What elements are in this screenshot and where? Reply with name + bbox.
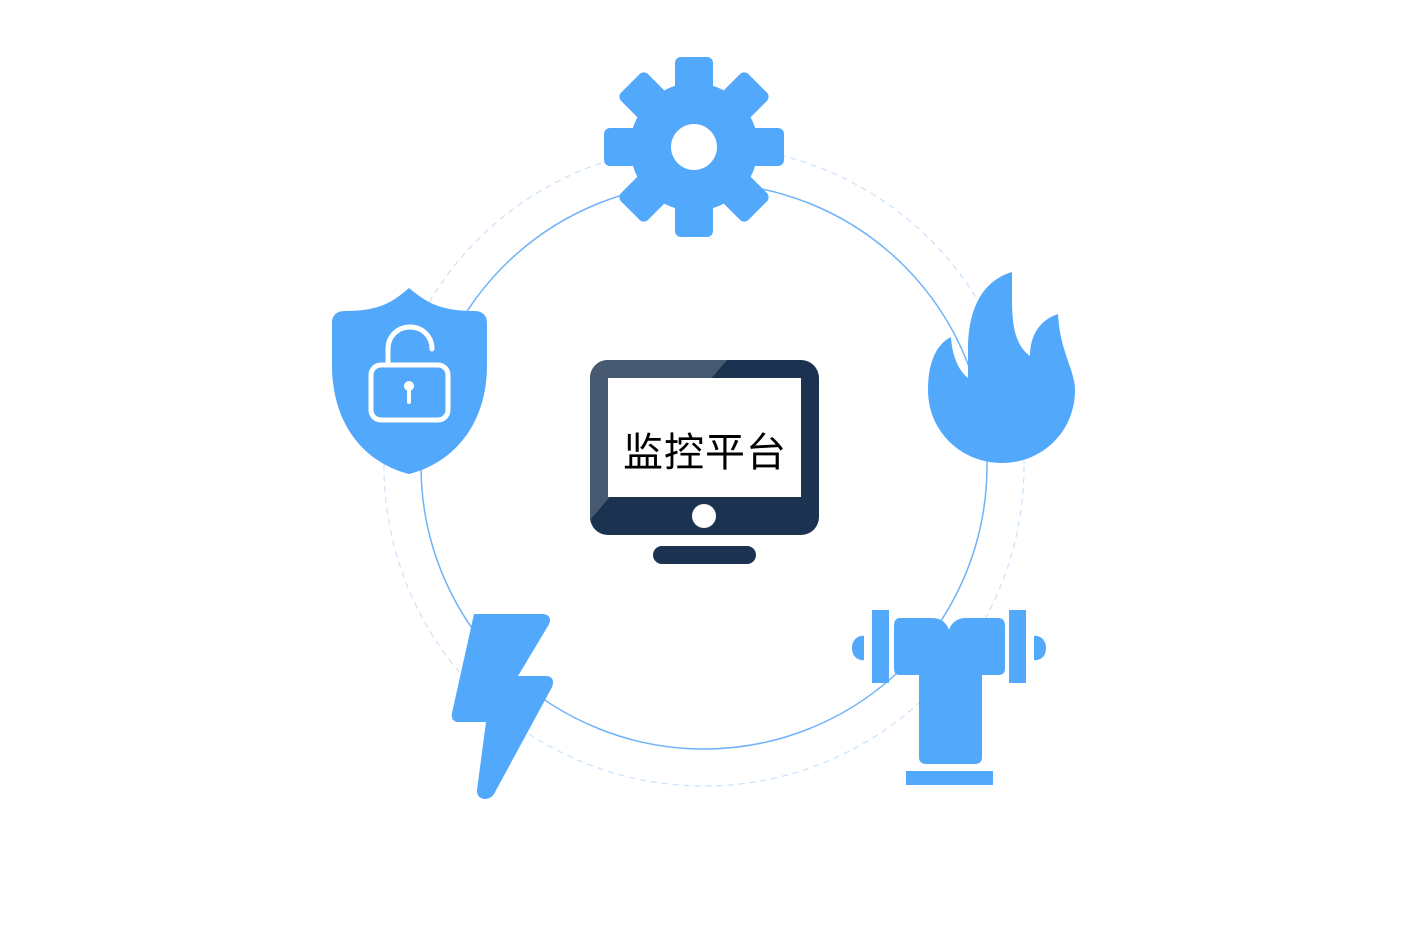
lightning-icon [451, 614, 554, 799]
flame-icon [928, 272, 1075, 463]
gear-icon [604, 57, 784, 237]
monitoring-platform-label: 监控平台 [623, 430, 787, 476]
shield-lock-icon [332, 288, 487, 474]
fire-hydrant-icon [852, 610, 1046, 785]
monitor-icon [590, 360, 819, 564]
